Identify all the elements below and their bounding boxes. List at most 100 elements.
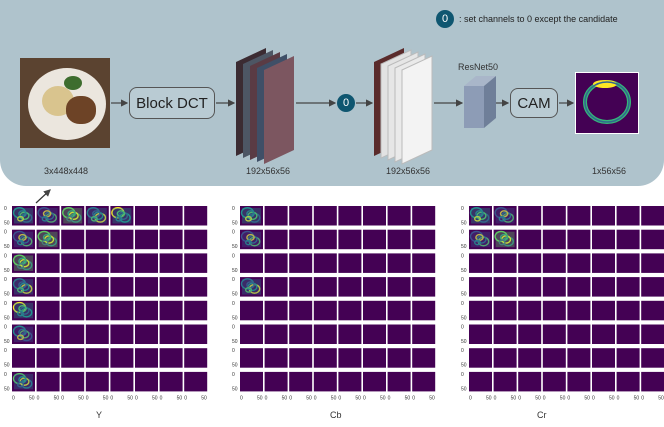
grid-cell: [110, 229, 134, 250]
y-tick-label: 0: [4, 372, 7, 378]
cam-inner-ring: [584, 81, 630, 123]
x-tick-label: 0: [543, 395, 546, 401]
grid-cell: [85, 300, 109, 321]
grid-cell: [469, 348, 492, 368]
y-tick-label: 50: [4, 244, 10, 250]
grid-cell: [338, 300, 362, 321]
grid-cell: [387, 348, 411, 368]
cell-activation: [14, 279, 33, 295]
y-tick-label: 0: [461, 277, 464, 283]
grid-cell: [518, 253, 542, 273]
grid-cell: [110, 348, 134, 368]
x-tick-label: 0: [240, 395, 243, 401]
cell-pattern: [41, 239, 49, 246]
x-tick-label: 50: [429, 395, 435, 401]
cell-pattern: [66, 215, 74, 222]
x-tick-label: 0: [37, 395, 40, 401]
meat-shape: [66, 96, 96, 124]
grid-cell: [61, 277, 85, 297]
y-tick-label: 0: [232, 301, 235, 307]
grid-cell: [240, 253, 263, 273]
grid-cell: [85, 348, 109, 368]
grid-cell: [387, 277, 411, 297]
grid-cell: [412, 300, 436, 321]
grid-cell: [264, 229, 288, 250]
y-tick-label: 0: [461, 325, 464, 331]
y-tick-label: 50: [461, 268, 467, 274]
grid-cell: [110, 324, 134, 344]
y-tick-label: 50: [232, 244, 238, 250]
grid-cell: [135, 300, 158, 321]
cell-activation: [14, 302, 33, 319]
grid-cell: [592, 277, 615, 297]
x-tick-label: 0: [184, 395, 187, 401]
dct-output-caption: 192x56x56: [246, 166, 291, 176]
grid-cell: [493, 324, 517, 344]
grid-cell: [412, 324, 436, 344]
grid-cell: [387, 371, 411, 392]
grid-cell: [567, 253, 591, 273]
grid-cell: [518, 371, 542, 392]
x-tick-label: 50: [201, 395, 207, 401]
grid-cell: [616, 253, 640, 273]
grid-cell: [85, 324, 109, 344]
grid-cell: [518, 324, 542, 344]
grid-cell: [412, 371, 436, 392]
y-tick-label: 50: [232, 363, 238, 369]
grid-cell: [567, 229, 591, 250]
grid-cell: [313, 300, 337, 321]
x-tick-label: 50: [331, 395, 337, 401]
y-tick-label: 50: [461, 315, 467, 321]
cam-box: CAM: [510, 88, 558, 118]
grid-cell: [616, 324, 640, 344]
cell-pattern: [16, 239, 24, 246]
grid-cell: [542, 229, 566, 250]
y-tick-label: 0: [461, 301, 464, 307]
grid-cell: [85, 253, 109, 273]
cell-activation: [495, 231, 515, 248]
cell-activation: [14, 231, 33, 248]
grid-cell: [313, 324, 337, 344]
grid-cell: [412, 277, 436, 297]
x-tick-label: 50: [486, 395, 492, 401]
grid-cell: [542, 253, 566, 273]
y-tick-label: 50: [4, 221, 10, 227]
grid-cell: [469, 253, 492, 273]
x-tick-label: 0: [110, 395, 113, 401]
grid-cell: [264, 348, 288, 368]
y-tick-label: 50: [4, 315, 10, 321]
grid-cell: [61, 229, 85, 250]
grid-cell: [592, 300, 615, 321]
y-tick-label: 50: [4, 292, 10, 298]
masked-feature-stack: [374, 48, 433, 165]
grid-cell: [567, 206, 591, 226]
grid-cell: [641, 348, 664, 368]
x-tick-label: 50: [634, 395, 640, 401]
grid-label-y: Y: [96, 410, 103, 420]
x-tick-label: 0: [617, 395, 620, 401]
x-tick-label: 0: [518, 395, 521, 401]
y-tick-label: 0: [4, 206, 7, 212]
y-tick-label: 50: [232, 292, 238, 298]
cell-activation: [38, 231, 58, 248]
grid-cell: [387, 229, 411, 250]
cell-activation: [14, 208, 33, 224]
grid-cell: [36, 371, 60, 392]
input-caption: 3x448x448: [44, 166, 89, 176]
x-tick-label: 50: [306, 395, 312, 401]
cell-activation: [471, 208, 490, 224]
y-tick-label: 50: [4, 339, 10, 345]
grid-cell: [641, 300, 664, 321]
grid-cell: [313, 277, 337, 297]
grid-cell: [184, 348, 208, 368]
grid-cell: [616, 206, 640, 226]
y-tick-label: 0: [4, 230, 7, 236]
grid-cell: [159, 324, 183, 344]
grid-cell: [616, 300, 640, 321]
x-tick-label: 50: [54, 395, 60, 401]
cell-pattern: [16, 310, 24, 317]
cell-activation: [242, 231, 261, 248]
cell-activation: [38, 208, 58, 224]
grid-cell: [110, 253, 134, 273]
